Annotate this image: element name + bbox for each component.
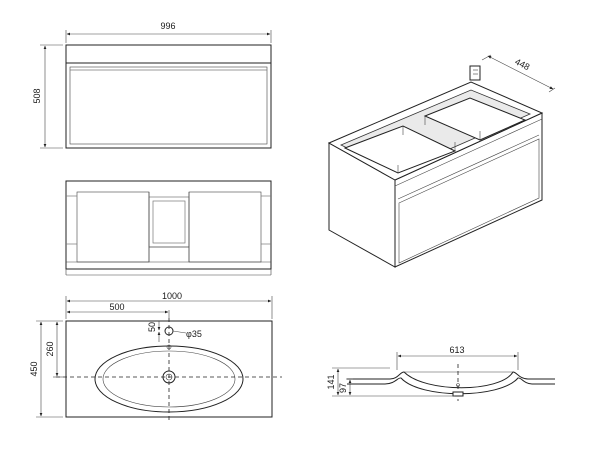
dim-bowl-width: 613 bbox=[449, 345, 464, 355]
dim-basin-width: 1000 bbox=[162, 291, 182, 301]
front-view bbox=[65, 44, 272, 149]
isometric-view bbox=[327, 65, 544, 268]
dim-tap-offset-y: 260 bbox=[45, 341, 55, 356]
tap-hole-callouts: 50 φ35 bbox=[147, 321, 202, 342]
dim-tap-hole-offset: 50 bbox=[147, 322, 157, 332]
dim-tap-hole-diameter: φ35 bbox=[186, 329, 202, 339]
tap-offset-x-dimension: 500 bbox=[66, 302, 170, 318]
depth-dimension: 448 bbox=[481, 54, 556, 93]
basin-top-view bbox=[56, 318, 282, 420]
bowl-width-dimension: 613 bbox=[396, 345, 519, 370]
front-height-dimension: 508 bbox=[32, 44, 63, 149]
basin-depth-dimension: 450 bbox=[29, 320, 63, 418]
dim-depth: 448 bbox=[513, 56, 531, 72]
dim-bowl-depth: 97 bbox=[338, 383, 348, 393]
basin-width-dimension: 1000 bbox=[65, 291, 273, 319]
basin-height-dimension: 141 97 bbox=[326, 367, 455, 397]
dim-front-width: 996 bbox=[160, 21, 175, 31]
dim-basin-depth: 450 bbox=[29, 361, 39, 376]
tap-offset-y-dimension: 260 bbox=[45, 321, 63, 378]
dim-front-height: 508 bbox=[32, 88, 42, 103]
dim-tap-offset-x: 500 bbox=[109, 302, 124, 312]
plan-view bbox=[65, 180, 272, 276]
basin-section-view bbox=[347, 364, 555, 401]
front-width-dimension: 996 bbox=[65, 21, 272, 43]
dim-basin-total-height: 141 bbox=[326, 374, 336, 389]
